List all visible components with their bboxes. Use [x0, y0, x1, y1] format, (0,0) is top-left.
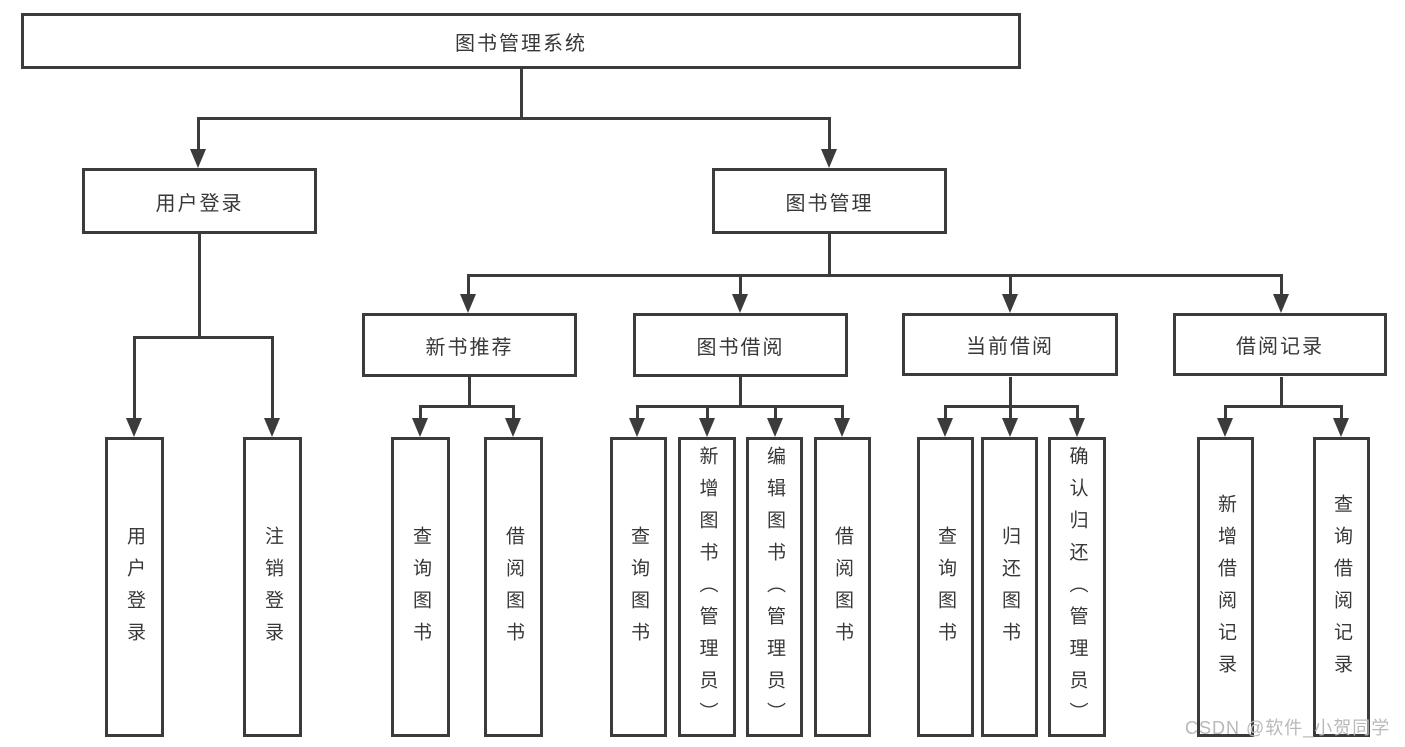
arrow-to-borrow-records [1272, 274, 1289, 313]
arrow-new-books-leaf-2 [504, 405, 521, 437]
leaf-confirm-return-admin: 确认归还（管理员） [1048, 437, 1106, 737]
connector-user-login-stem [197, 233, 201, 339]
node-book-mgmt: 图书管理 [712, 168, 947, 234]
node-new-books: 新书推荐 [362, 313, 577, 377]
csdn-watermark: CSDN @软件_小贺同学 [1185, 718, 1391, 738]
leaf-query-borrow-record: 查询借阅记录 [1313, 437, 1370, 737]
arrow-to-user-login [189, 117, 206, 168]
leaf-logout-login: 注销登录 [243, 437, 302, 737]
connector-user-login-rail [133, 336, 274, 339]
leaf-query-books-newrec: 查询图书 [391, 437, 450, 737]
node-root-system: 图书管理系统 [21, 13, 1021, 69]
leaf-return-books: 归还图书 [981, 437, 1038, 737]
connector-book-mgmt-stem [827, 233, 831, 276]
leaf-add-books-admin: 新增图书（管理员） [678, 437, 736, 737]
leaf-query-books-borrow: 查询图书 [610, 437, 667, 737]
connector-borrow-records-stem [1279, 377, 1283, 408]
leaf-query-books-current: 查询图书 [917, 437, 974, 737]
arrow-book-borrow-leaf-2 [698, 405, 715, 437]
arrow-to-book-mgmt [820, 117, 837, 168]
node-current-borrow: 当前借阅 [902, 313, 1118, 376]
arrow-to-new-books [459, 274, 476, 313]
connector-new-books-rail [419, 405, 514, 408]
connector-root-stem [519, 68, 523, 118]
connector-book-mgmt-rail [467, 274, 1281, 277]
connector-root-rail [197, 117, 830, 120]
leaf-edit-books-admin: 编辑图书（管理员） [746, 437, 803, 737]
leaf-borrow-books-newrec: 借阅图书 [484, 437, 543, 737]
arrow-current-borrow-leaf-2 [1001, 405, 1018, 437]
leaf-borrow-books-borrow: 借阅图书 [814, 437, 871, 737]
leaf-user-login: 用户登录 [105, 437, 164, 737]
node-user-login: 用户登录 [82, 168, 317, 234]
leaf-add-borrow-record: 新增借阅记录 [1197, 437, 1254, 737]
connector-borrow-records-rail [1224, 405, 1341, 408]
arrow-borrow-records-leaf-2 [1332, 405, 1349, 437]
arrow-current-borrow-leaf-3 [1068, 405, 1085, 437]
arrow-to-leaf-logout [263, 336, 280, 437]
arrow-new-books-leaf-1 [411, 405, 428, 437]
arrow-book-borrow-leaf-3 [766, 405, 783, 437]
node-borrow-records: 借阅记录 [1173, 313, 1387, 376]
connector-new-books-stem [467, 377, 471, 408]
arrow-to-book-borrow [731, 274, 748, 313]
arrow-borrow-records-leaf-1 [1216, 405, 1233, 437]
arrow-to-leaf-user-login [125, 336, 142, 437]
node-book-borrow: 图书借阅 [633, 313, 848, 377]
arrow-book-borrow-leaf-4 [833, 405, 850, 437]
arrow-current-borrow-leaf-1 [936, 405, 953, 437]
connector-current-borrow-stem [1008, 377, 1012, 408]
arrow-to-current-borrow [1001, 274, 1018, 313]
connector-book-borrow-rail [636, 405, 843, 408]
arrow-book-borrow-leaf-1 [628, 405, 645, 437]
connector-book-borrow-stem [738, 377, 742, 408]
